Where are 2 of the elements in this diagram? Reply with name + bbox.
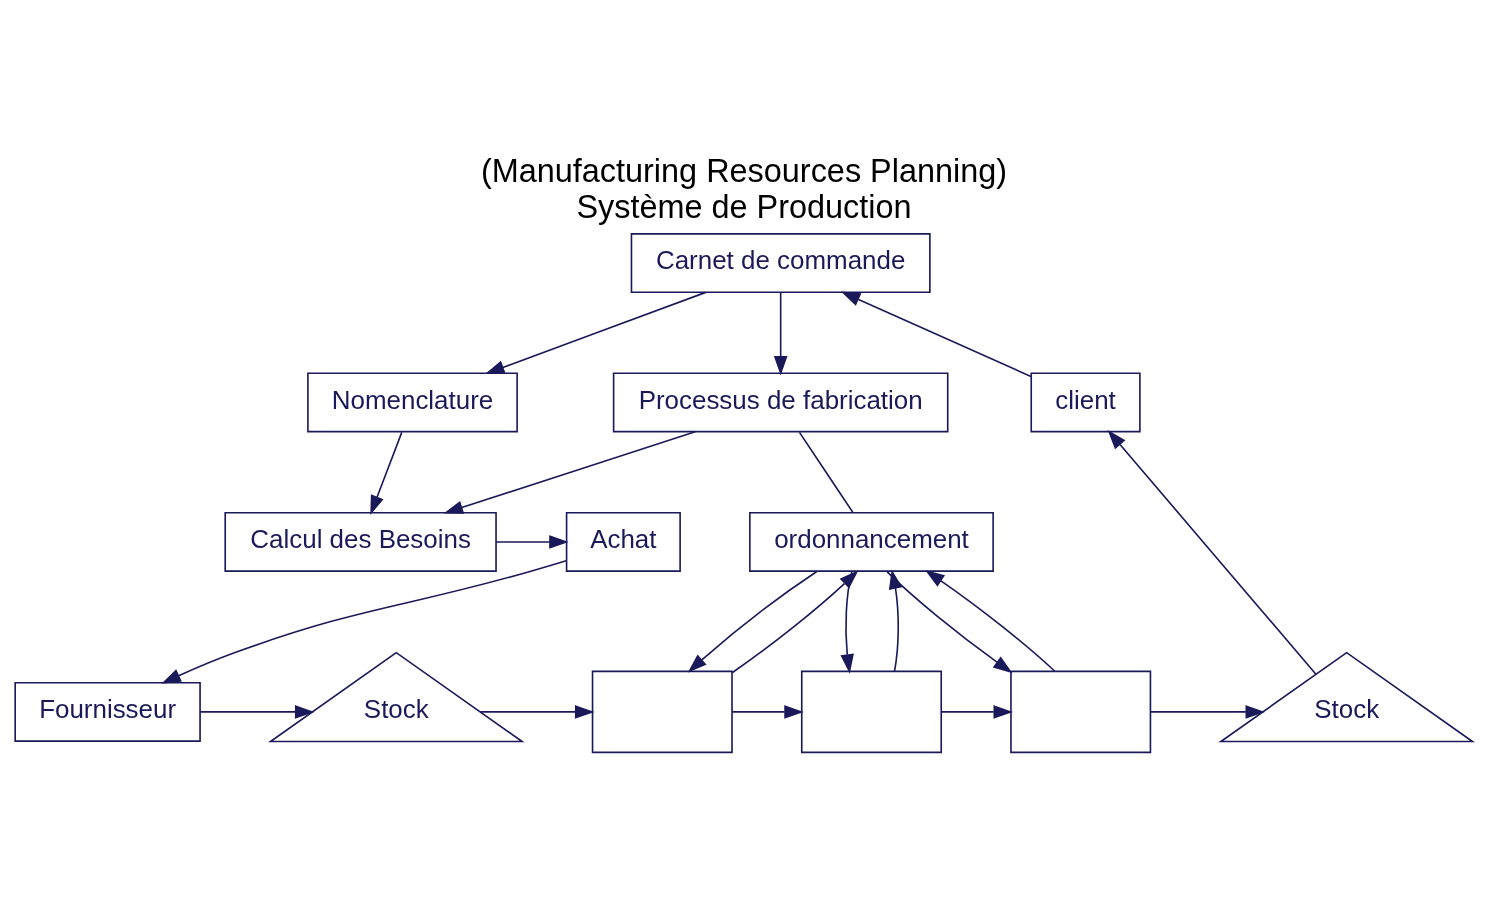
caption: Système de Production bbox=[576, 188, 912, 225]
diagram-title: (Manufacturing Resources Planning) bbox=[480, 152, 1008, 189]
